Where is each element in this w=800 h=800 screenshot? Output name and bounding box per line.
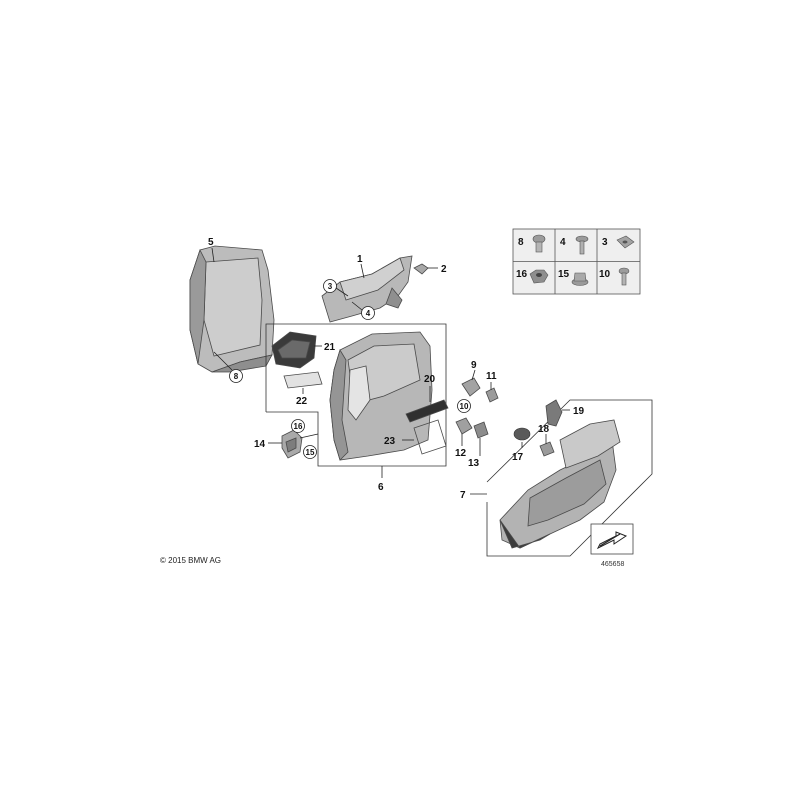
callout-18: 18	[538, 424, 550, 435]
callout-circle-10	[457, 399, 471, 413]
part-22-mat[interactable]	[283, 371, 323, 389]
part-1-upper-trim[interactable]	[321, 255, 413, 323]
part-19-cover[interactable]	[545, 399, 563, 427]
callout-7: 7	[460, 490, 466, 501]
callout-circle-3	[323, 279, 337, 293]
grid-label-4: 4	[560, 237, 566, 248]
grid-label-8: 8	[518, 237, 524, 248]
callout-11: 11	[486, 371, 497, 382]
callout-4: 4	[366, 309, 371, 318]
part-20-grille[interactable]	[405, 399, 449, 423]
callout-6: 6	[378, 482, 384, 493]
callout-circle-8	[229, 369, 243, 383]
callout-3: 3	[328, 282, 333, 291]
part-11-screw[interactable]	[485, 387, 499, 403]
callout-14: 14	[254, 439, 266, 450]
callout-circle-16	[291, 419, 305, 433]
callout-9: 9	[471, 360, 477, 371]
callout-21: 21	[324, 342, 336, 353]
callout-10: 10	[460, 402, 469, 411]
callout-8: 8	[234, 372, 239, 381]
fastener-grid: 8 4 3 16 15 10	[512, 228, 641, 295]
grid-label-16: 16	[516, 269, 528, 280]
leader-1	[360, 263, 365, 279]
part-9-hinge[interactable]	[461, 377, 481, 397]
callout-23: 23	[384, 436, 396, 447]
direction-arrow-icon	[599, 533, 621, 547]
fastener-4-icon[interactable]	[575, 235, 589, 255]
leader-4	[351, 301, 363, 311]
grid-label-3: 3	[602, 237, 608, 248]
callout-20: 20	[424, 374, 436, 385]
copyright-text: © 2015 BMW AG	[160, 556, 221, 565]
grid-label-15: 15	[558, 269, 570, 280]
callout-2: 2	[441, 264, 447, 275]
part-7-lower-trim[interactable]	[499, 419, 621, 549]
callout-19: 19	[573, 406, 585, 417]
part-5-trim-panel[interactable]	[189, 245, 275, 373]
leader-5	[211, 247, 215, 263]
callout-17: 17	[512, 452, 524, 463]
callout-13: 13	[468, 458, 480, 469]
fastener-16-icon[interactable]	[529, 269, 549, 284]
part-17-cap[interactable]	[513, 427, 531, 441]
callout-16: 16	[294, 422, 303, 431]
part-14-latch[interactable]	[281, 429, 303, 459]
callout-5: 5	[208, 237, 214, 248]
fastener-3-icon[interactable]	[616, 235, 635, 249]
callout-12: 12	[455, 448, 467, 459]
callout-circle-4	[361, 306, 375, 320]
part-6-side-trim[interactable]	[329, 331, 433, 461]
part-23-frame[interactable]	[413, 419, 447, 455]
leader-8	[213, 351, 233, 371]
grid-label-10: 10	[599, 269, 611, 280]
diagram-id: 465658	[601, 561, 624, 568]
assembly-box-7	[486, 399, 653, 557]
fastener-10-icon[interactable]	[618, 267, 630, 286]
part-13-clip[interactable]	[473, 421, 489, 439]
leader-latch	[299, 433, 319, 439]
part-12-clip[interactable]	[455, 417, 473, 435]
part-21-storage-bin[interactable]	[271, 331, 317, 369]
callout-1: 1	[357, 254, 363, 265]
callout-15: 15	[306, 448, 315, 457]
assembly-box-6	[265, 323, 447, 467]
leader-9	[471, 369, 476, 381]
callout-22: 22	[296, 396, 308, 407]
fastener-15-icon[interactable]	[571, 272, 589, 286]
leader-3	[335, 287, 349, 297]
callout-circle-15	[303, 445, 317, 459]
part-18-clip[interactable]	[539, 441, 555, 457]
part-2-clip[interactable]	[413, 263, 429, 275]
fastener-8-icon[interactable]	[532, 234, 546, 253]
